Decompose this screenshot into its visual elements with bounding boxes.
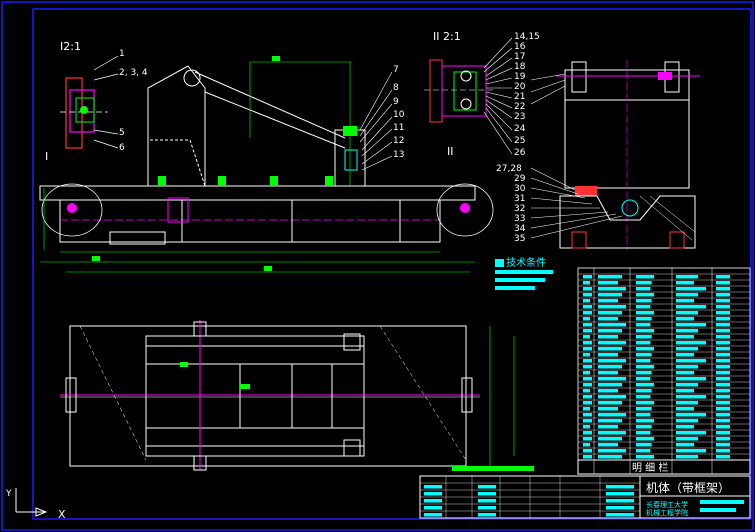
tech-req-title: 技术条件 xyxy=(506,256,546,269)
balloon-label: 24 xyxy=(514,124,526,134)
balloon-label: 17 xyxy=(514,52,525,62)
parts-list-title: 明 细 栏 xyxy=(632,461,668,474)
title-block: 机体（带框架） 长春理工大学 机械工程学院 xyxy=(419,475,751,519)
ucs-axis-icon: X Y xyxy=(5,488,66,521)
top-view xyxy=(60,320,534,471)
balloon-label: 11 xyxy=(393,123,404,133)
balloon-label: 34 xyxy=(514,224,526,234)
balloon-label: 5 xyxy=(119,128,125,138)
detail-view-2: II 2:1 14,15 16 17 18 19 20 21 22 23 xyxy=(424,30,540,158)
balloon-label: 13 xyxy=(393,150,404,160)
balloon-label: 14,15 xyxy=(514,32,540,42)
parts-list: 明 细 栏 xyxy=(577,267,751,475)
balloon-label: 33 xyxy=(514,214,525,224)
detail-label-1: I2:1 xyxy=(60,40,81,53)
balloon-label: 10 xyxy=(393,110,405,120)
tech-requirements: 技术条件 xyxy=(495,256,553,290)
balloon-label: 25 xyxy=(514,136,525,146)
balloon-label: 18 xyxy=(514,62,526,72)
balloon-label: 6 xyxy=(119,143,125,153)
drawing-name: 机体（带框架） xyxy=(646,481,730,495)
balloon-label: 23 xyxy=(514,112,525,122)
drawing-frame xyxy=(32,8,752,520)
balloon-label: 1 xyxy=(119,49,125,59)
balloon-label: 12 xyxy=(393,136,404,146)
balloon-label: 32 xyxy=(514,204,525,214)
balloon-label: 16 xyxy=(514,42,526,52)
balloon-label: 31 xyxy=(514,194,525,204)
school-name-line-2: 机械工程学院 xyxy=(646,508,688,517)
side-view: 27,28 29 30 31 32 33 34 35 xyxy=(496,60,700,250)
balloon-label: 26 xyxy=(514,148,526,158)
detail-view-1: I2:1 1 2, 3, 4 5 6 xyxy=(60,40,148,153)
balloon-label: 8 xyxy=(393,83,399,93)
axis-y-label: Y xyxy=(5,489,12,499)
section-mark-2: II xyxy=(447,145,454,158)
balloon-label: 2, 3, 4 xyxy=(119,68,148,78)
balloon-label: 29 xyxy=(514,174,526,184)
balloon-label: 35 xyxy=(514,234,525,244)
balloon-label: 20 xyxy=(514,82,526,92)
axis-x-label: X xyxy=(58,508,66,521)
balloon-label: 30 xyxy=(514,184,526,194)
balloon-label: 22 xyxy=(514,102,525,112)
balloon-label: 27,28 xyxy=(496,164,522,174)
balloon-label: 21 xyxy=(514,92,525,102)
balloon-label: 19 xyxy=(514,72,526,82)
front-view: I II xyxy=(39,56,494,273)
balloon-label: 9 xyxy=(393,97,399,107)
school-name-line-1: 长春理工大学 xyxy=(646,500,688,509)
detail-label-2: II 2:1 xyxy=(433,30,461,43)
section-mark-1: I xyxy=(45,150,48,163)
balloon-label: 7 xyxy=(393,65,399,75)
